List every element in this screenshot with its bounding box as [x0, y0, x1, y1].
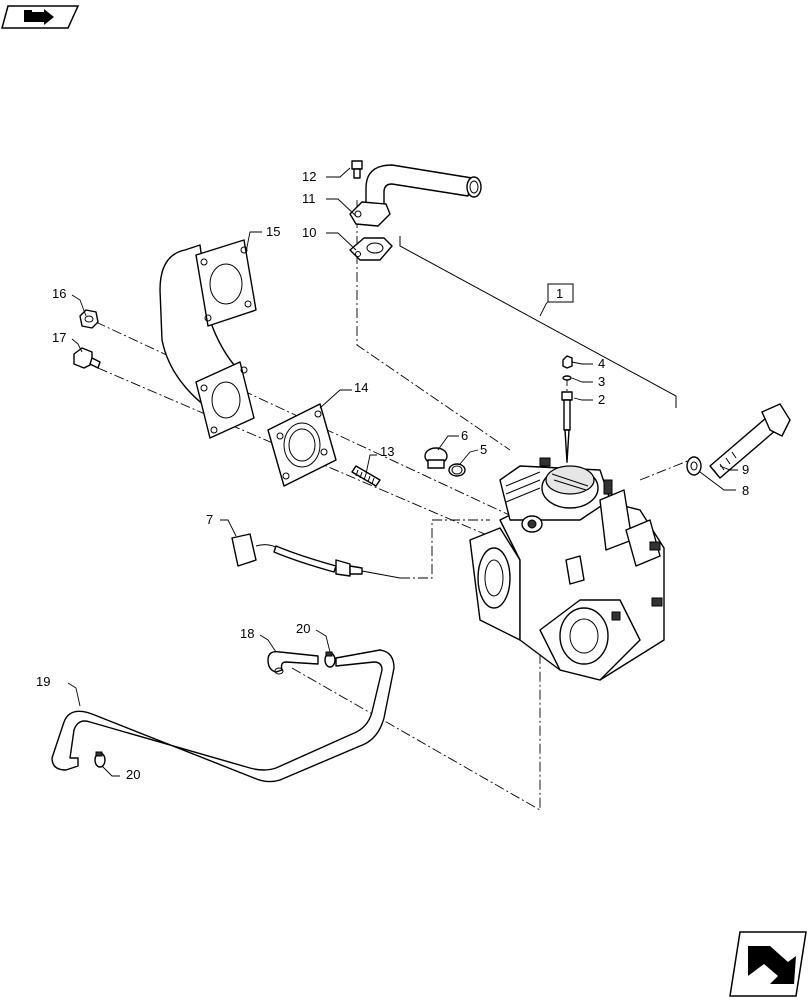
- hose-elbow-part-18: [267, 650, 319, 675]
- callout-13: 13: [380, 444, 394, 459]
- callout-17: 17: [52, 330, 66, 345]
- stud-part-13: [351, 465, 381, 487]
- callout-3: 3: [598, 374, 605, 389]
- bolt-part-17: [73, 347, 101, 369]
- callout-15: 15: [266, 224, 280, 239]
- glow-plug-part-2: [561, 391, 573, 463]
- callout-20-lower: 20: [126, 767, 140, 782]
- callout-9: 9: [742, 462, 749, 477]
- callout-4: 4: [598, 356, 605, 371]
- callout-20-upper: 20: [296, 621, 310, 636]
- hose-clamp-part-20-upper: [324, 651, 336, 668]
- callout-8: 8: [742, 483, 749, 498]
- callout-2: 2: [598, 392, 605, 407]
- long-bolt-part-9: [709, 403, 791, 479]
- valve-housing-body: [469, 457, 665, 681]
- hose-part-19: [51, 649, 395, 783]
- flanged-pipe-part-11: [349, 164, 482, 227]
- navigate-forward-icon[interactable]: [729, 931, 807, 997]
- callout-11: 11: [302, 191, 316, 206]
- assembly-item-box: [547, 283, 574, 303]
- callout-labels: 1 2 3 4 5 6 7 8 9 10 11 12 13 14 15 16 1…: [36, 169, 749, 782]
- navigate-back-icon[interactable]: [1, 5, 80, 29]
- callout-6: 6: [461, 428, 468, 443]
- callout-12: 12: [302, 169, 316, 184]
- nut-part-16: [79, 309, 99, 329]
- callout-14: 14: [354, 380, 368, 395]
- gasket-part-10: [349, 237, 393, 261]
- cap-part-4: [562, 355, 573, 369]
- leader-lines: [67, 167, 738, 777]
- washer-part-3: [562, 375, 572, 381]
- callout-5: 5: [480, 442, 487, 457]
- callout-19: 19: [36, 674, 50, 689]
- assembly-bracket: [399, 236, 677, 408]
- callout-16: 16: [52, 286, 66, 301]
- gasket-part-14: [267, 403, 337, 487]
- callout-10: 10: [302, 225, 316, 240]
- washer-part-8: [686, 456, 702, 476]
- o-ring-part-5: [448, 463, 466, 477]
- exhaust-elbow-part-15: [159, 239, 257, 439]
- callout-1: 1: [556, 286, 563, 301]
- plug-part-6: [424, 447, 448, 469]
- hose-clamp-part-20-lower: [94, 751, 106, 768]
- callout-18: 18: [240, 626, 254, 641]
- temperature-sensor-part-7: [231, 533, 401, 579]
- bolt-part-12: [351, 160, 363, 179]
- callout-7: 7: [206, 512, 213, 527]
